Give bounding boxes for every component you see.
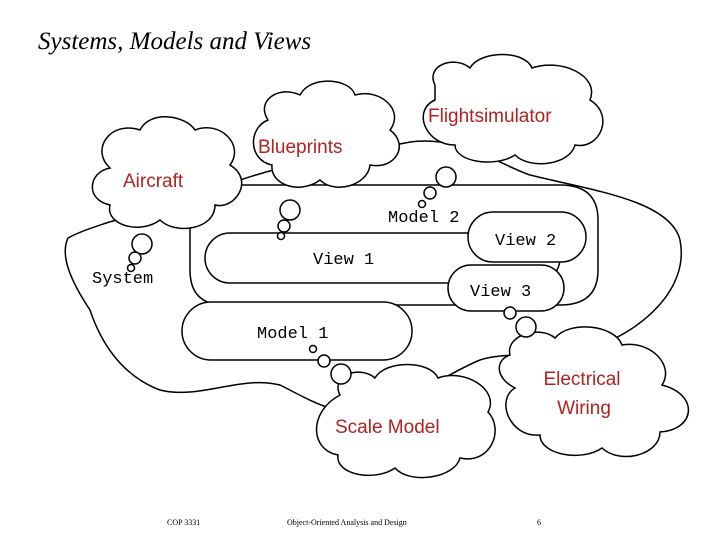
model-2-label: Model 2	[388, 209, 459, 228]
aircraft-cloud	[91, 116, 243, 230]
scale-model-bubble-2	[317, 354, 331, 368]
electrical-wiring-label-line1: Electrical	[543, 369, 620, 390]
electrical-wiring-label-line2: Wiring	[557, 398, 611, 419]
scale-model-bubble-1	[308, 344, 318, 354]
blueprints-label: Blueprints	[258, 137, 343, 158]
blueprints-bubble-1	[279, 199, 301, 221]
footer-course: COP 3331	[167, 518, 201, 527]
blueprints-bubble-2	[277, 219, 291, 233]
footer-page-number: 6	[537, 518, 541, 527]
blueprints-bubble-3	[276, 231, 286, 241]
flightsimulator-bubble-2	[423, 186, 437, 200]
aircraft-bubble-1	[131, 233, 153, 255]
flightsimulator-bubble-3	[417, 199, 427, 209]
scale-model-bubble-3	[330, 363, 352, 385]
electrical-bubble-1	[503, 306, 517, 320]
system-label: System	[92, 270, 153, 289]
aircraft-bubble-2	[128, 251, 142, 265]
scale-model-label: Scale Model	[335, 417, 440, 438]
aircraft-bubble-3	[126, 263, 136, 273]
footer-subject: Object-Oriented Analysis and Design	[287, 518, 407, 527]
electrical-wiring-cloud	[498, 326, 690, 458]
view-2-label: View 2	[495, 232, 556, 251]
blueprints-cloud	[252, 80, 401, 188]
scale-model-cloud	[315, 363, 496, 479]
aircraft-label: Aircraft	[123, 171, 184, 192]
flightsimulator-bubble-1	[435, 166, 457, 188]
view-1-label: View 1	[313, 251, 374, 270]
flightsimulator-cloud	[422, 53, 604, 165]
model-1-region	[181, 301, 413, 361]
electrical-bubble-2	[515, 316, 537, 338]
view-3-label: View 3	[470, 283, 531, 302]
view-2-region	[467, 211, 587, 263]
flightsimulator-label: Flightsimulator	[428, 106, 552, 127]
slide-title: Systems, Models and Views	[38, 28, 312, 55]
model-1-label: Model 1	[257, 325, 328, 344]
